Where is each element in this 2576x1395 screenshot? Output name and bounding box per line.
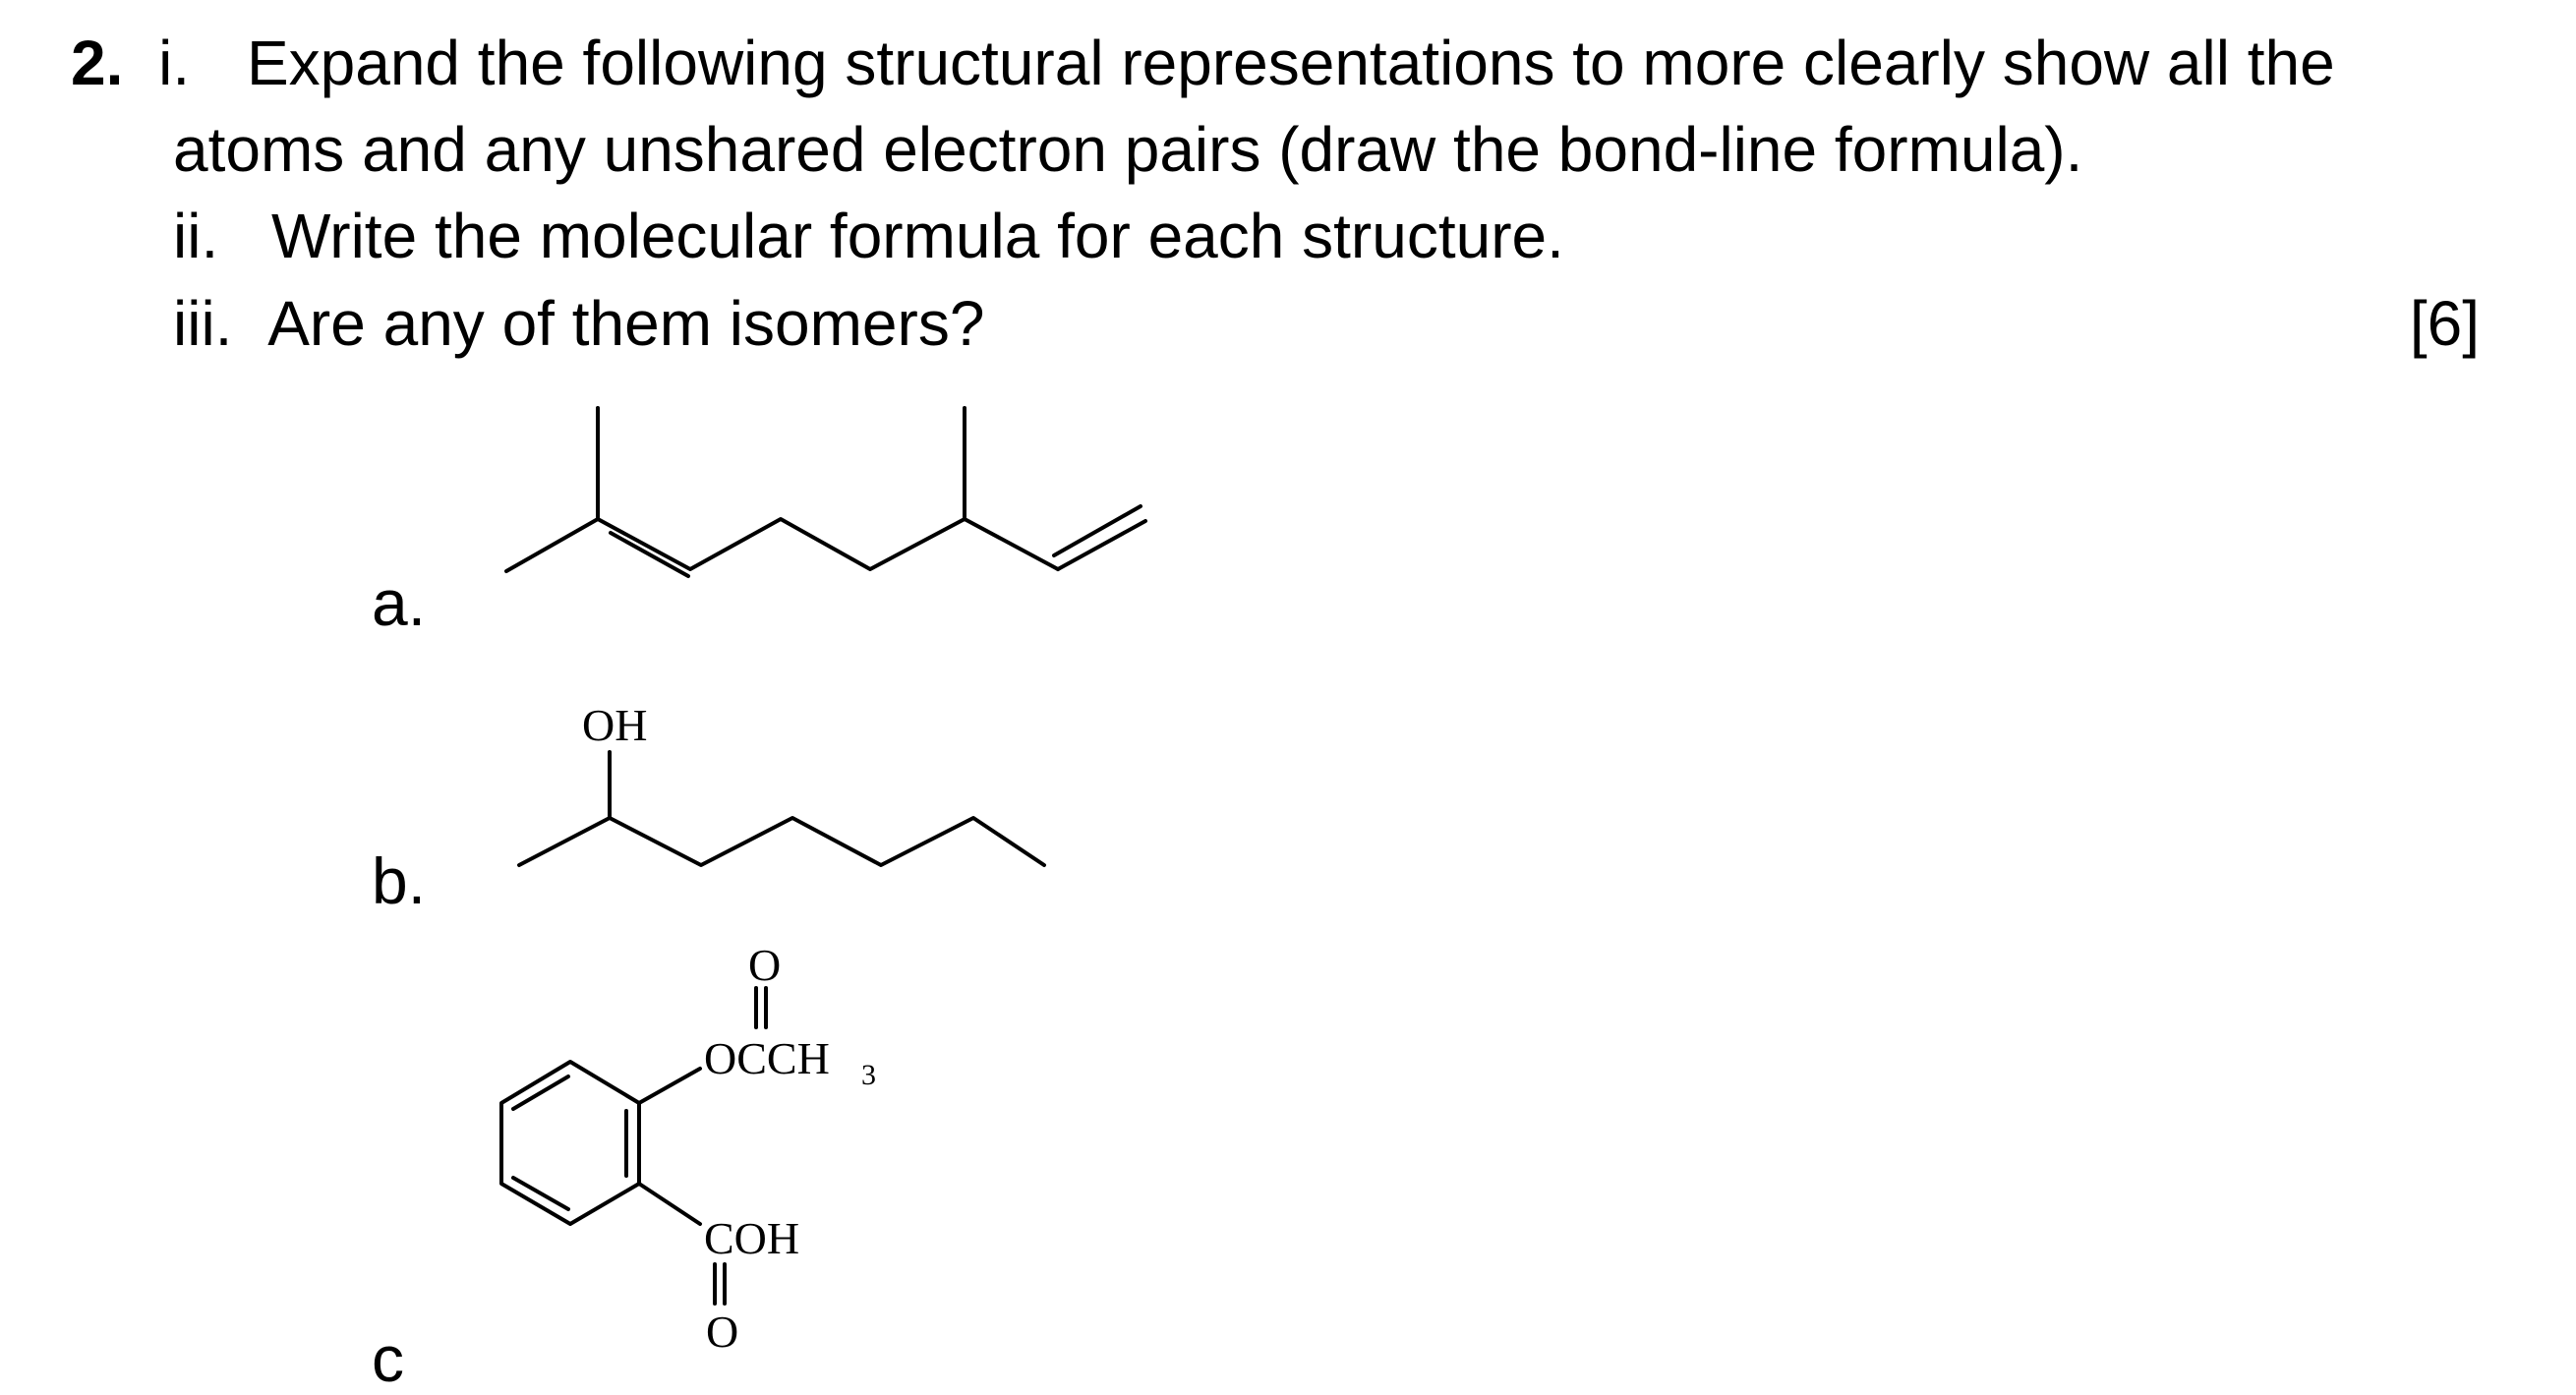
part-i-marker: i.	[158, 28, 191, 98]
structure-a-diagram	[504, 406, 1147, 578]
structure-c-ring-inner-3	[511, 1176, 570, 1211]
structure-c-diagram: O OCCH 3 COH O	[499, 940, 876, 1357]
structure-b-label: b.	[372, 844, 427, 917]
structure-b-diagram: OH	[517, 700, 1046, 867]
structure-a-terminal-bond	[1056, 519, 1147, 571]
structure-c-ester-text: OCCH	[704, 1033, 830, 1083]
part-ii-marker: ii.	[173, 201, 219, 271]
structure-c-acid-text: COH	[704, 1213, 799, 1263]
question-line-iii: iii. Are any of them isomers?	[173, 288, 984, 359]
part-iii-marker: iii.	[173, 288, 233, 359]
question-line-ii: ii. Write the molecular formula for each…	[173, 201, 1564, 271]
structure-c-upper-bond	[637, 1067, 702, 1105]
structure-c-lower-bond	[637, 1182, 702, 1226]
part-i-text-line1: Expand the following structural represen…	[246, 28, 2335, 98]
structure-b-chain	[517, 816, 1046, 867]
structure-b-oh-text: OH	[582, 700, 647, 750]
part-iii-text: Are any of them isomers?	[267, 288, 985, 359]
structure-a-label: a.	[372, 566, 427, 639]
structure-a-double-bond-2	[1052, 504, 1142, 557]
structure-c-ring-inner-1	[511, 1075, 570, 1111]
part-i-text-line2: atoms and any unshared electron pairs (d…	[173, 114, 2083, 185]
structure-c-top-o: O	[748, 940, 781, 990]
structure-c-ester-subscript: 3	[861, 1059, 876, 1091]
part-ii-text: Write the molecular formula for each str…	[271, 201, 1564, 271]
structure-c-benzene-ring	[499, 1060, 641, 1226]
structure-a-double-bond-1	[609, 531, 690, 578]
question-line-1: 2. i. Expand the following structural re…	[71, 28, 2335, 98]
structure-c-bottom-o: O	[706, 1307, 738, 1357]
marks-badge: [6]	[2409, 288, 2480, 359]
question-number: 2.	[71, 28, 124, 98]
